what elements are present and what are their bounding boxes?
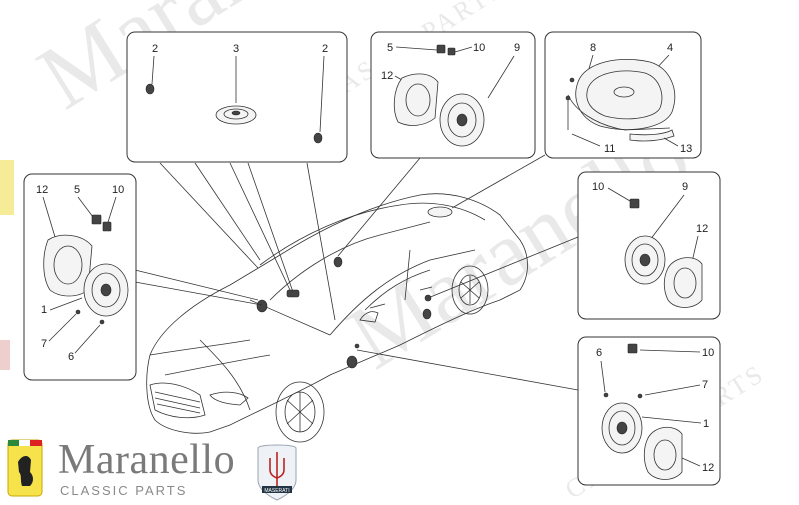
callout-9: 9 bbox=[514, 42, 520, 54]
callout-12: 12 bbox=[381, 70, 393, 82]
callout-rm-10: 10 bbox=[592, 181, 604, 193]
callout-13: 13 bbox=[680, 143, 692, 155]
callout-4: 4 bbox=[667, 42, 673, 54]
car-drawing bbox=[146, 193, 528, 443]
callout-rm-9: 9 bbox=[682, 181, 688, 193]
callout-rb-6: 6 bbox=[596, 347, 602, 359]
callout-5: 5 bbox=[387, 42, 393, 54]
callout-3: 3 bbox=[233, 43, 239, 55]
panel-right-middle: 10 9 12 bbox=[577, 171, 721, 320]
callout-2a: 2 bbox=[152, 43, 158, 55]
callout-rb-10: 10 bbox=[702, 347, 714, 359]
panel-top-middle: 5 10 9 12 bbox=[370, 31, 536, 159]
callout-left-12: 12 bbox=[36, 184, 48, 196]
callout-10: 10 bbox=[473, 42, 485, 54]
flag-strip bbox=[0, 160, 14, 370]
callout-11: 11 bbox=[604, 143, 615, 155]
maserati-badge: MASERATI bbox=[257, 444, 297, 501]
callout-8: 8 bbox=[590, 42, 596, 54]
maserati-badge-text: MASERATI bbox=[264, 488, 289, 494]
leader-lines bbox=[134, 154, 579, 391]
callout-left-1: 1 bbox=[41, 304, 47, 316]
callout-rb-7: 7 bbox=[702, 379, 708, 391]
ferrari-badge bbox=[7, 439, 43, 497]
panel-right-bottom: 6 10 7 1 12 bbox=[577, 336, 721, 486]
callout-2b: 2 bbox=[322, 43, 328, 55]
brand-subtitle: CLASSIC PARTS bbox=[60, 483, 188, 498]
callout-left-7: 7 bbox=[41, 338, 47, 350]
callout-left-5: 5 bbox=[74, 184, 80, 196]
callout-left-6: 6 bbox=[68, 351, 74, 363]
callout-rb-1: 1 bbox=[703, 418, 709, 430]
callout-left-10: 10 bbox=[112, 184, 124, 196]
panel-left: 12 5 10 1 7 6 bbox=[23, 173, 137, 381]
callout-rb-12: 12 bbox=[702, 462, 714, 474]
callout-rm-12: 12 bbox=[696, 223, 708, 235]
panel-top-left: 2 3 2 bbox=[126, 31, 348, 163]
panel-top-right: 8 4 11 13 bbox=[544, 31, 702, 159]
brand-name: Maranello bbox=[58, 437, 236, 483]
